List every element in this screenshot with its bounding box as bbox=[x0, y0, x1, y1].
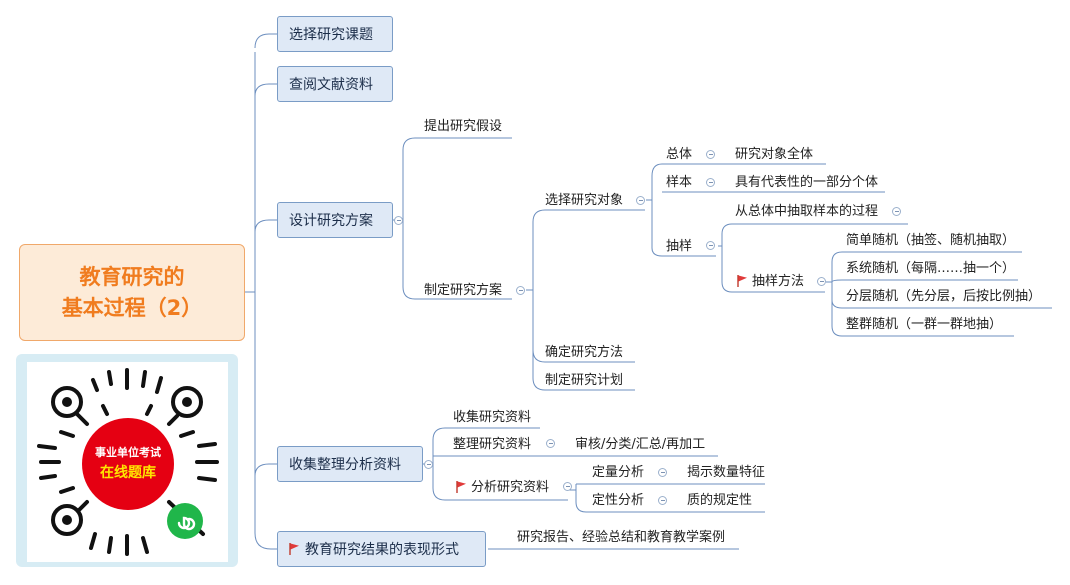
branch-result-forms[interactable]: 教育研究结果的表现形式 bbox=[277, 531, 486, 567]
branch-label: 收集整理分析资料 bbox=[289, 457, 401, 473]
node-population[interactable]: 总体 bbox=[666, 147, 693, 162]
branch-label: 查阅文献资料 bbox=[289, 77, 373, 93]
node-method-cluster[interactable]: 整群随机（一群一群地抽） bbox=[846, 317, 1003, 332]
collapse-toggle[interactable] bbox=[546, 439, 555, 448]
flag-icon bbox=[737, 275, 747, 287]
node-sample-desc[interactable]: 具有代表性的一部分个体 bbox=[735, 175, 879, 190]
node-sample[interactable]: 样本 bbox=[666, 175, 693, 190]
branch-label: 设计研究方案 bbox=[289, 213, 373, 229]
qr-badge: 事业单位考试 在线题库 bbox=[82, 418, 174, 510]
node-gather[interactable]: 收集研究资料 bbox=[453, 410, 532, 425]
node-qual-desc[interactable]: 质的规定性 bbox=[687, 493, 753, 508]
node-quant[interactable]: 定量分析 bbox=[592, 465, 645, 480]
node-make-schedule[interactable]: 制定研究计划 bbox=[545, 373, 624, 388]
branch-design-plan[interactable]: 设计研究方案 bbox=[277, 202, 393, 238]
flag-icon bbox=[289, 543, 299, 555]
collapse-toggle[interactable] bbox=[706, 178, 715, 187]
branch-label: 选择研究课题 bbox=[289, 27, 373, 43]
node-population-desc[interactable]: 研究对象全体 bbox=[735, 147, 814, 162]
collapse-toggle[interactable] bbox=[563, 482, 572, 491]
flag-icon bbox=[456, 481, 466, 493]
node-organize-desc[interactable]: 审核/分类/汇总/再加工 bbox=[575, 437, 706, 452]
central-topic[interactable]: 教育研究的 基本过程（2） bbox=[19, 244, 245, 341]
node-select-object[interactable]: 选择研究对象 bbox=[545, 193, 624, 208]
node-method-simple[interactable]: 简单随机（抽签、随机抽取） bbox=[846, 233, 1016, 248]
node-sampling-desc[interactable]: 从总体中抽取样本的过程 bbox=[735, 204, 879, 219]
mini-program-icon bbox=[167, 503, 203, 539]
collapse-toggle[interactable] bbox=[706, 150, 715, 159]
node-organize[interactable]: 整理研究资料 bbox=[453, 437, 532, 452]
collapse-toggle[interactable] bbox=[424, 460, 433, 469]
node-sampling-method[interactable]: 抽样方法 bbox=[752, 274, 805, 289]
central-topic-line2: 基本过程（2） bbox=[61, 295, 203, 320]
collapse-toggle[interactable] bbox=[516, 286, 525, 295]
qr-badge-line2: 在线题库 bbox=[100, 465, 156, 481]
branch-literature[interactable]: 查阅文献资料 bbox=[277, 66, 393, 102]
node-quant-desc[interactable]: 揭示数量特征 bbox=[687, 465, 766, 480]
collapse-toggle[interactable] bbox=[658, 496, 667, 505]
node-method-stratified[interactable]: 分层随机（先分层，后按比例抽） bbox=[846, 289, 1042, 304]
qr-badge-line1: 事业单位考试 bbox=[95, 446, 161, 459]
node-result-desc[interactable]: 研究报告、经验总结和教育教学案例 bbox=[517, 530, 726, 545]
collapse-toggle[interactable] bbox=[706, 241, 715, 250]
node-analyze[interactable]: 分析研究资料 bbox=[471, 480, 550, 495]
branch-label: 教育研究结果的表现形式 bbox=[305, 542, 459, 558]
collapse-toggle[interactable] bbox=[892, 207, 901, 216]
branch-select-topic[interactable]: 选择研究课题 bbox=[277, 16, 393, 52]
central-topic-line1: 教育研究的 bbox=[79, 264, 185, 289]
node-qual[interactable]: 定性分析 bbox=[592, 493, 645, 508]
collapse-toggle[interactable] bbox=[817, 277, 826, 286]
node-method-systematic[interactable]: 系统随机（每隔……抽一个） bbox=[846, 261, 1016, 276]
node-sampling[interactable]: 抽样 bbox=[666, 239, 693, 254]
collapse-toggle[interactable] bbox=[658, 468, 667, 477]
collapse-toggle[interactable] bbox=[394, 216, 403, 225]
node-make-plan[interactable]: 制定研究方案 bbox=[424, 283, 503, 298]
node-determine-method[interactable]: 确定研究方法 bbox=[545, 345, 624, 360]
qr-pattern-icon bbox=[37, 368, 219, 556]
node-hypothesis[interactable]: 提出研究假设 bbox=[424, 119, 503, 134]
collapse-toggle[interactable] bbox=[636, 196, 645, 205]
branch-collect-analyze[interactable]: 收集整理分析资料 bbox=[277, 446, 423, 482]
